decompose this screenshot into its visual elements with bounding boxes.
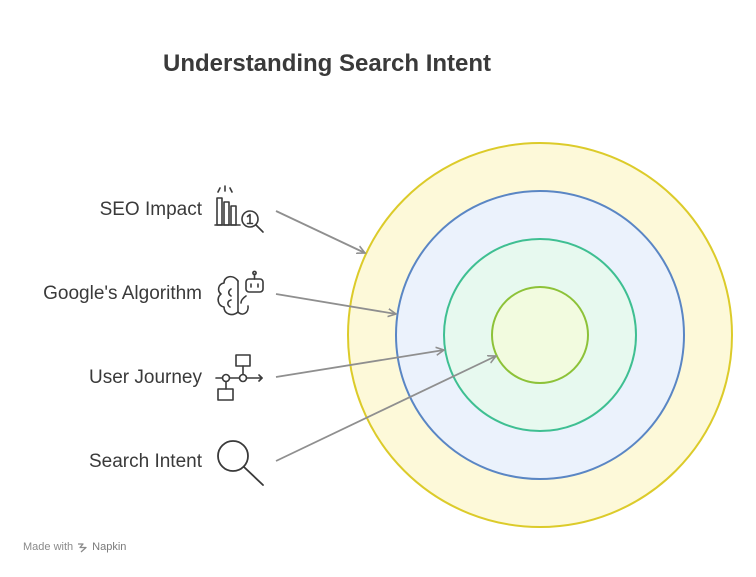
footer: Made with Napkin (23, 541, 126, 553)
flowchart-icon (215, 354, 263, 401)
magnifier-icon (217, 440, 264, 486)
page-title: Understanding Search Intent (163, 50, 492, 77)
footer-prefix: Made with (23, 541, 74, 553)
arrow-user-journey (275, 350, 444, 378)
napkin-logo-icon (78, 542, 87, 552)
ring-search-intent (491, 286, 589, 384)
arrow-seo-impact (275, 210, 365, 253)
seo-impact-icon (214, 185, 264, 233)
footer-brand: Napkin (92, 541, 127, 553)
label-user-journey: User Journey (89, 367, 202, 388)
arrow-googles-algorithm (275, 293, 396, 314)
label-seo-impact: SEO Impact (99, 199, 202, 220)
label-googles-algorithm: Google's Algorithm (43, 283, 202, 304)
label-search-intent: Search Intent (88, 451, 202, 472)
arrow-search-intent (275, 356, 496, 462)
brain-robot-icon (217, 270, 264, 316)
